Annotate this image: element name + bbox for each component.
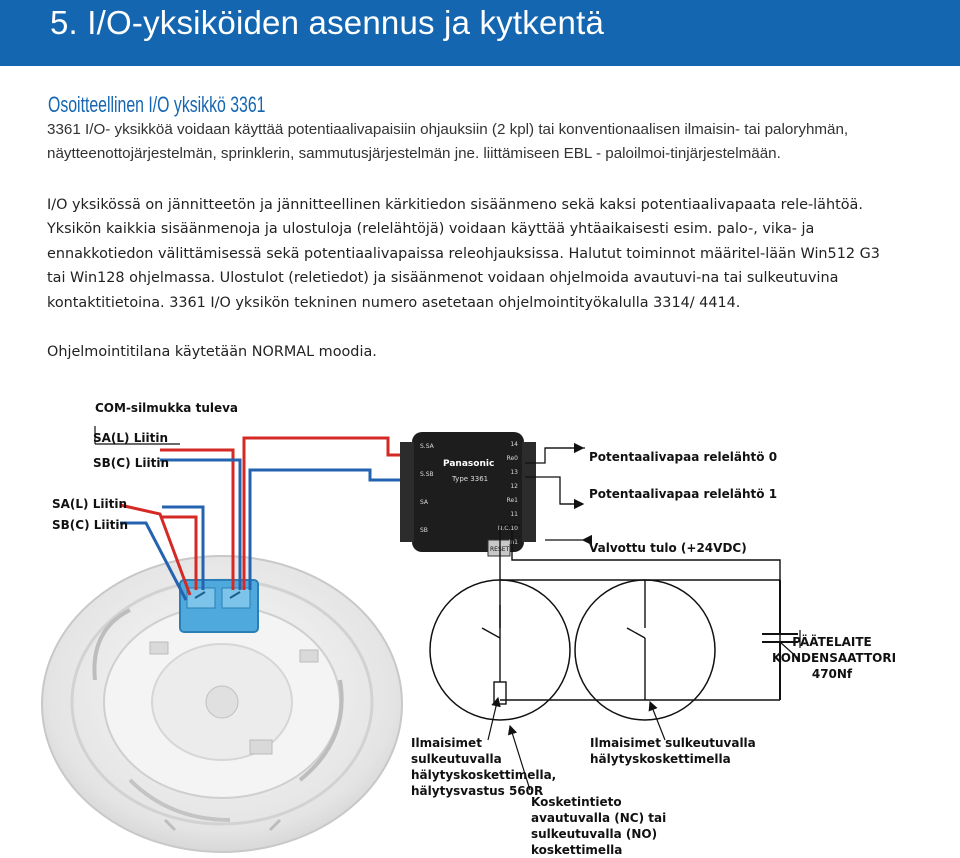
module-pin-label: SA [420, 499, 429, 506]
module-pin-label: Re1 [507, 497, 519, 504]
page-title: 5. I/O-yksiköiden asennus ja kytkentä [50, 4, 605, 41]
detectors-resistor-label: Ilmaisimet sulkeutuvalla hälytyskosketti… [411, 736, 557, 798]
relay-0-label: Potentaalivapaa relelähtö 0 [589, 450, 778, 464]
module-pin-label: S.SA [420, 443, 435, 450]
mode-paragraph: Ohjelmointitilana käytetään NORMAL moodi… [47, 344, 377, 360]
terminal-block [179, 579, 259, 633]
module-pin-label: 14 [510, 441, 518, 448]
relay-1-label: Potentaalivapaa relelähtö 1 [589, 487, 778, 501]
io-module-pins-left: S.SA S.SB SA SB [420, 443, 435, 534]
module-type: Type 3361 [452, 475, 489, 483]
module-pin-label: Re0 [507, 455, 519, 462]
section-title: Osoitteellinen I/O yksikkö 3361 [48, 92, 266, 117]
output-arrows [525, 442, 593, 546]
module-brand: Panasonic [443, 459, 495, 469]
module-pin-label: S.SB [420, 471, 434, 478]
sb-left-label: SB(C) Liitin [52, 518, 129, 532]
sa-left-label: SA(L) Liitin [52, 497, 127, 511]
module-pin-label: N.C.10 [498, 525, 518, 532]
detector-circle-right [500, 579, 780, 721]
intro-paragraph: 3361 I/O- yksikköä voidaan käyttää poten… [47, 121, 849, 163]
eol-capacitor-label: PÄÄTELAITE KONDENSAATTORI 470Nf [772, 635, 897, 681]
contact-info-label: Kosketintieto avautuvalla (NC) tai sulke… [531, 795, 667, 857]
eol-capacitor-symbol [762, 580, 801, 700]
annotation-arrows [487, 641, 801, 791]
label-leaders [94, 426, 180, 445]
sa-top-label: SA(L) Liitin [93, 431, 168, 445]
module-reset-label: RESET [490, 546, 510, 553]
sb-top-label: SB(C) Liitin [93, 456, 170, 470]
module-pin-label: 11 [510, 511, 518, 518]
module-pin-label: 12 [510, 483, 518, 490]
com-loop-label: COM-silmukka tuleva [95, 401, 239, 415]
module-pin-label: 13 [510, 469, 518, 476]
com-loop-wires [119, 436, 420, 601]
monitored-input-label: Valvottu tulo (+24VDC) [589, 541, 747, 555]
detectors-contact-label: Ilmaisimet sulkeutuvalla hälytyskosketti… [590, 736, 756, 766]
module-pin-label: SB [420, 527, 428, 534]
detector-base-image [41, 555, 403, 853]
description-paragraph: I/O yksikössä on jännitteetön ja jännitt… [47, 197, 880, 311]
header-bar: 5. I/O-yksiköiden asennus ja kytkentä [0, 0, 960, 66]
io-module-image [400, 432, 536, 557]
module-pin-label: In1 [509, 539, 519, 546]
